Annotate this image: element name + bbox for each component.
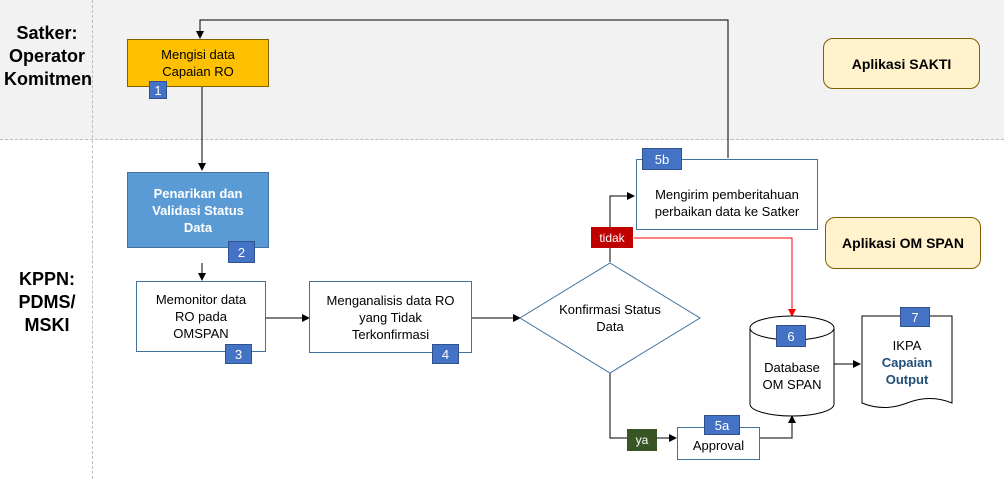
database-label-box: Database OM SPAN [750,356,834,396]
decision-label: Konfirmasi Status Data [559,302,661,334]
branch-no-tag: tidak [591,227,633,248]
output-document-shape [861,315,953,408]
step-1-badge: 1 [149,81,167,99]
lane-divider [92,0,93,479]
step-1-label: Mengisi data Capaian RO [161,47,235,79]
lane-label-satker: Satker: Operator Komitmen [4,23,93,89]
app-omspan-label: Aplikasi OM SPAN [842,235,964,251]
step-4-box: Menganalisis data RO yang Tidak Terkonfi… [309,281,472,353]
app-omspan: Aplikasi OM SPAN [825,217,981,269]
step-5b-label: Mengirim pemberitahuan perbaikan data ke… [654,186,800,219]
decision-label-box: Konfirmasi Status Data [555,298,665,338]
output-label-capaian: Capaian Output [881,354,933,387]
step-5b-box: Mengirim pemberitahuan perbaikan data ke… [636,159,818,230]
decision-diamond [519,262,701,374]
branch-yes-tag: ya [627,429,657,451]
arrow-approval-to-database [760,415,796,439]
step-3-badge: 3 [225,344,252,364]
step-4-label: Menganalisis data RO yang Tidak Terkonfi… [326,292,455,342]
step-5a-badge: 5a [704,415,740,435]
database-label: Database OM SPAN [762,360,822,392]
step-5b-badge: 5b [642,148,682,170]
lane-label-kppn: KPPN: PDMS/ MSKI [18,269,76,335]
step-5a-label: Approval [692,438,745,453]
output-label-box: IKPA Capaian Output [862,334,952,390]
step-2-label: Penarikan dan Validasi Status Data [152,185,244,235]
step-1-box: Mengisi data Capaian RO [127,39,269,87]
app-sakti-label: Aplikasi SAKTI [851,55,952,72]
output-label-ikpa: IKPA [892,337,922,353]
step-2-badge: 2 [228,241,255,263]
app-sakti: Aplikasi SAKTI [823,38,980,89]
step-3-label: Memonitor data RO pada OMSPAN [155,292,247,341]
step-4-badge: 4 [432,344,459,364]
arrow-tidak-to-database [634,237,796,317]
step-3-box: Memonitor data RO pada OMSPAN [136,281,266,352]
step-7-badge: 7 [900,307,930,327]
step-6-badge: 6 [776,325,806,347]
arrow-5b-to-1 [196,19,729,158]
step-2-box: Penarikan dan Validasi Status Data [127,172,269,248]
